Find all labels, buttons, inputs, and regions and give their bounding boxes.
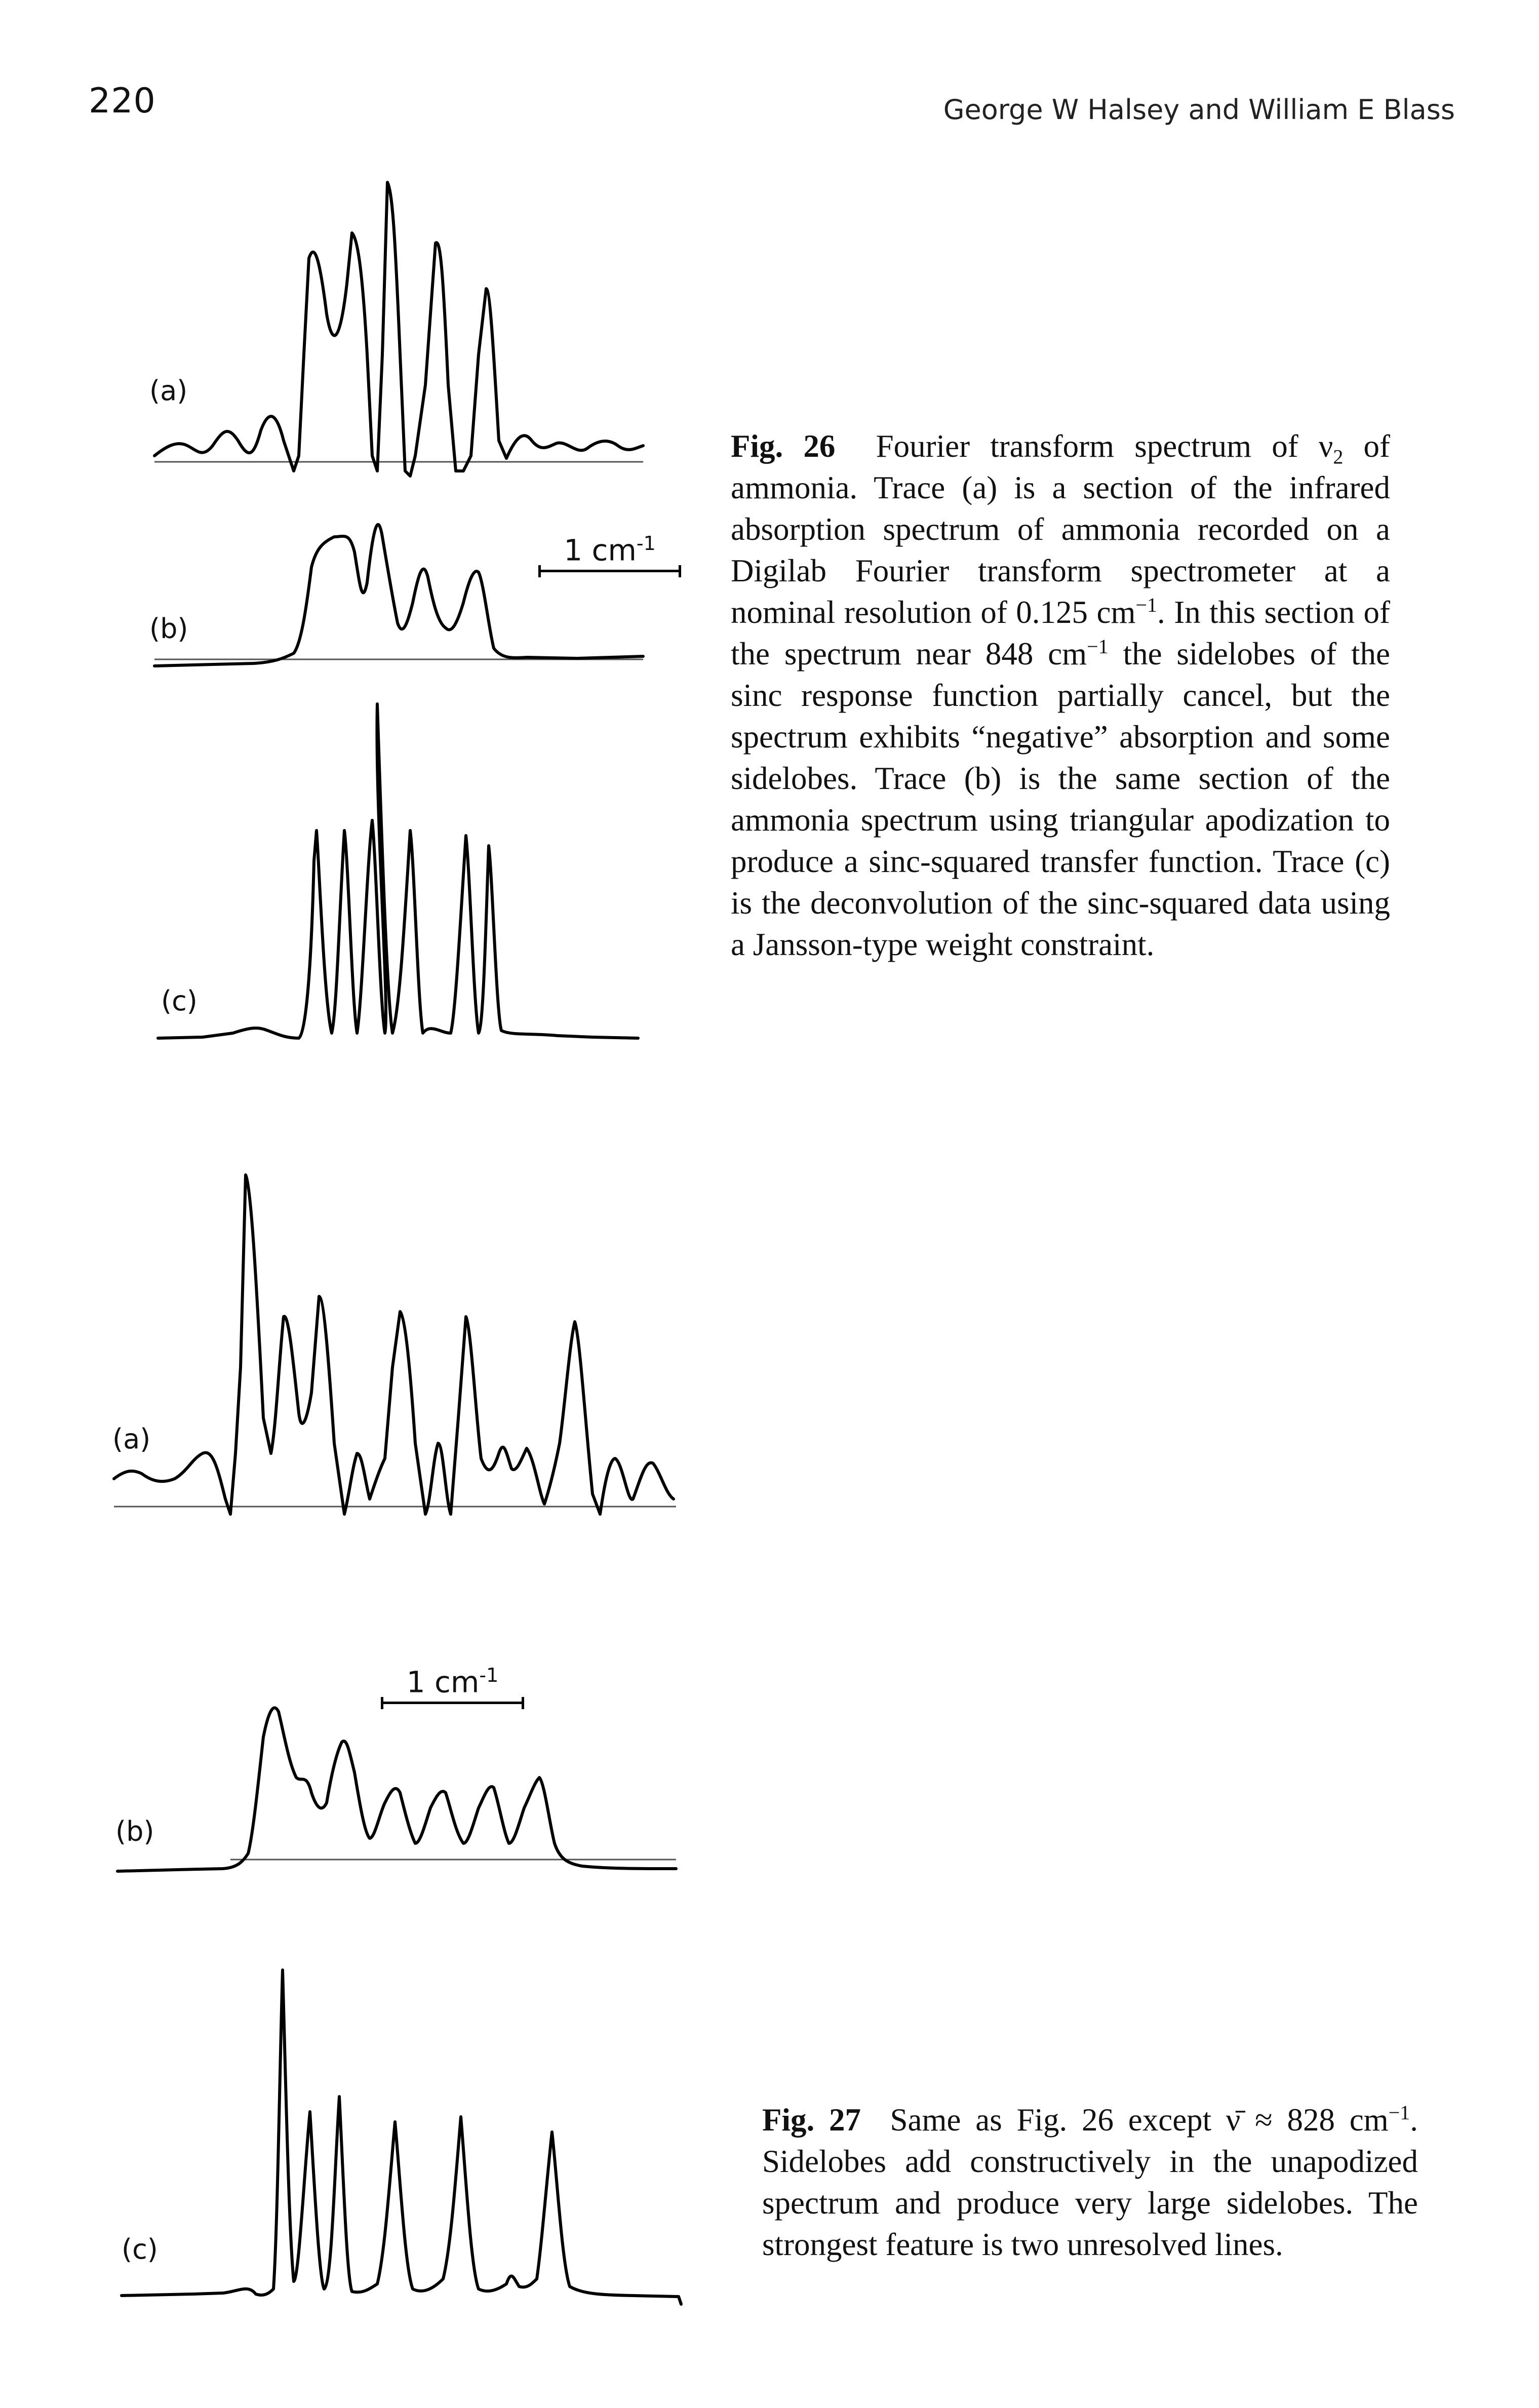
fig27-scale-exponent: -1 [479,1664,499,1686]
fig26-label-b: (b) [149,613,188,645]
fig26-scale-bar: 1 cm-1 [538,527,681,577]
fig26-scale-exponent: -1 [636,532,656,555]
fig26-caption-part3: . In this section of the spectrum near 8… [731,595,1391,672]
fig27-label-b: (b) [115,1815,154,1847]
fig26-caption-part2: of ammonia. Trace (a) is a section of th… [731,428,1390,630]
fig26-label-c: (c) [161,985,198,1017]
fig27-caption-label: Fig. 27 [762,2102,861,2138]
fig26-caption-sub: 2 [1333,445,1344,468]
fig27-label-a: (a) [112,1423,151,1455]
fig27-caption: Fig. 27 Same as Fig. 26 except ν̄ ≈ 828 … [762,2099,1418,2265]
fig26-scale-text: 1 cm [564,533,637,567]
fig26-label-a: (a) [149,375,188,407]
fig27-caption-sup: −1 [1388,2101,1410,2124]
fig26-caption-label: Fig. 26 [731,428,836,464]
fig27-caption-part1: Same as Fig. 26 except ν̄ ≈ 828 cm [890,2102,1389,2138]
fig27-label-c: (c) [122,2233,158,2265]
fig26-caption-part1: Fourier transform spectrum of ν [876,428,1333,464]
running-header-authors: George W Halsey and William E Blass [943,94,1455,126]
fig26-caption: Fig. 26 Fourier transform spectrum of ν2… [731,425,1390,965]
fig27-caption-part2: . Sidelobes add constructively in the un… [762,2102,1418,2262]
page-number: 220 [89,81,156,121]
fig26-caption-sup2: −1 [1087,635,1109,658]
fig26-caption-sup1: −1 [1135,594,1158,616]
fig27-scale-text: 1 cm [406,1665,480,1699]
fig27-scale-bar: 1 cm-1 [381,1661,524,1709]
fig26-caption-part4: the sidelobes of the sinc response funct… [731,636,1390,962]
